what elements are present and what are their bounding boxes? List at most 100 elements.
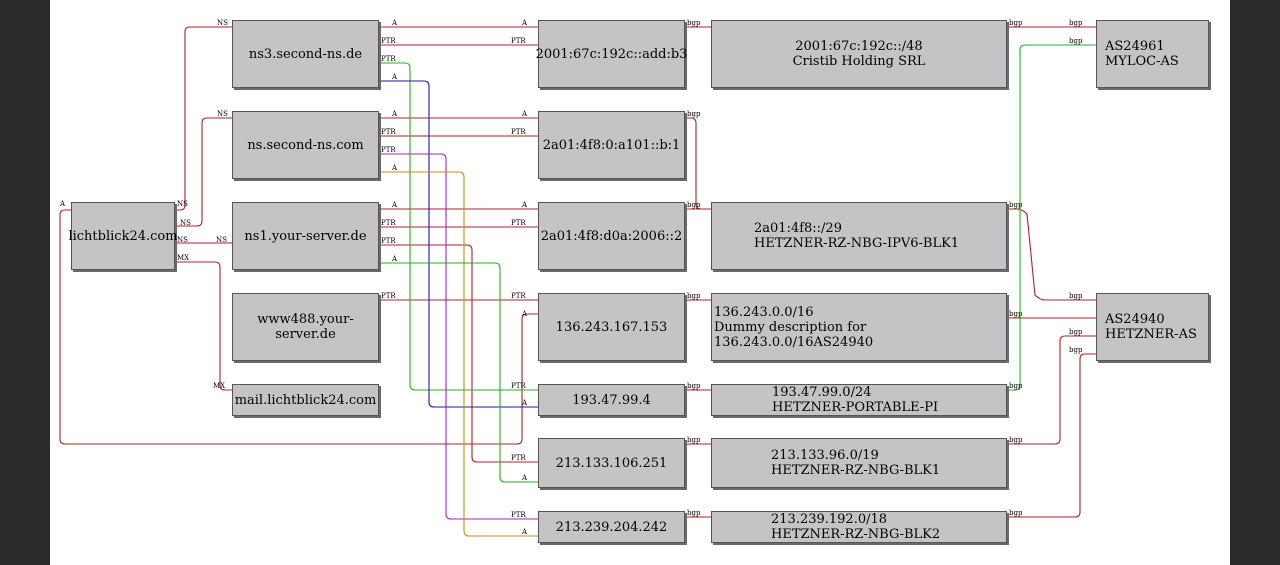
- edge-bgp: [685, 117, 711, 210]
- edge-label-mx: MX: [177, 254, 189, 262]
- edge-label-ptr: PTR: [511, 511, 526, 519]
- edge-label-bgp: bgp: [1069, 37, 1083, 45]
- ip-label: 193.47.99.4: [572, 392, 651, 408]
- edge-label-bgp: bgp: [1069, 292, 1083, 300]
- www488-label: www488.your-server.de: [257, 312, 354, 342]
- ip-node-193-47-99-4[interactable]: 193.47.99.4: [538, 384, 685, 416]
- right-margin: [1230, 0, 1280, 565]
- host-node-www488[interactable]: www488.your-server.de: [232, 293, 379, 361]
- edge-mx-mail: [175, 261, 232, 391]
- edge-a-ns1-213-133: [379, 262, 538, 483]
- edge-label-ns: NS: [217, 110, 228, 118]
- edge-label-ptr: PTR: [511, 219, 526, 227]
- edge-label-ns: NS: [216, 236, 227, 244]
- as-number: AS24940: [1105, 312, 1165, 327]
- ip-label: 2a01:4f8:0:a101::b:1: [542, 137, 681, 153]
- edge-label-bgp: bgp: [687, 382, 701, 390]
- edge-label-ns: NS: [177, 236, 188, 244]
- mail-label: mail.lichtblick24.com: [234, 392, 377, 408]
- edge-ptr-ns1-213: [379, 244, 538, 463]
- edge-label-a: A: [521, 310, 528, 318]
- edge-label-a: A: [521, 19, 528, 27]
- ip-node-2a01-b-1[interactable]: 2a01:4f8:0:a101::b:1: [538, 111, 685, 179]
- edge-label-a: A: [521, 110, 528, 118]
- as-name: HETZNER-AS: [1105, 327, 1197, 342]
- net-owner: HETZNER-RZ-NBG-IPV6-BLK1: [754, 236, 960, 251]
- edge-label-a: A: [391, 255, 398, 263]
- edge-label-ns: NS: [217, 19, 228, 27]
- edge-label-mx: MX: [213, 382, 225, 390]
- ip-label: 213.133.106.251: [555, 455, 668, 471]
- edge-a-136: [59, 209, 538, 445]
- net-prefix: 193.47.99.0/24: [772, 385, 872, 400]
- edge-label-bgp: bgp: [1069, 346, 1083, 354]
- edge-label-ptr: PTR: [511, 128, 526, 136]
- edge-ns-ns3: [175, 26, 232, 211]
- ip-node-213-239-204-242[interactable]: 213.239.204.242: [538, 511, 685, 543]
- edge-label-a: A: [59, 200, 66, 208]
- edge-label-a: A: [521, 399, 528, 407]
- edge-ns-ns: [175, 117, 232, 227]
- edge-label-bgp: bgp: [1009, 509, 1023, 517]
- edge-bgp-as24940: [1007, 353, 1096, 518]
- as-number: AS24961: [1105, 39, 1165, 54]
- edge-label-bgp: bgp: [1069, 328, 1083, 336]
- edge-label-ptr: PTR: [381, 55, 396, 63]
- ip-node-213-133-106-251[interactable]: 213.133.106.251: [538, 438, 685, 488]
- net-owner: Cristib Holding SRL: [792, 54, 926, 69]
- edge-label-a: A: [391, 19, 398, 27]
- edge-bgp-as24940: [1007, 335, 1096, 445]
- net-prefix: 2a01:4f8::/29: [754, 221, 842, 236]
- edge-label-a: A: [521, 474, 528, 482]
- net-owner: Dummy description for 136.243.0.0/16AS24…: [714, 319, 874, 350]
- edge-label-a: A: [391, 201, 398, 209]
- domain-node-lichtblick24[interactable]: lichtblick24.com: [68, 202, 178, 270]
- edge-label-bgp: bgp: [687, 292, 701, 300]
- edge-a-ns3-193: [379, 80, 538, 408]
- ns-node-ns3[interactable]: ns3.second-ns.de: [232, 20, 379, 88]
- edge-label-bgp: bgp: [687, 201, 701, 209]
- ip-node-2001-add-b3[interactable]: 2001:67c:192c::add:b3: [536, 20, 687, 88]
- edge-label-a: A: [391, 73, 398, 81]
- edge-label-bgp: bgp: [1009, 382, 1023, 390]
- ns3-label: ns3.second-ns.de: [248, 46, 363, 62]
- edge-label-ptr: PTR: [381, 219, 396, 227]
- edge-label-a: A: [391, 110, 398, 118]
- ip-label: 213.239.204.242: [555, 519, 668, 535]
- ip-label: 136.243.167.153: [555, 319, 668, 335]
- as-name: MYLOC-AS: [1105, 54, 1179, 69]
- ns-node-ns1[interactable]: ns1.your-server.de: [232, 202, 379, 270]
- edge-label-ptr: PTR: [381, 146, 396, 154]
- edge-label-bgp: bgp: [1009, 19, 1023, 27]
- ns-node-ns[interactable]: ns.second-ns.com: [232, 111, 379, 179]
- mx-node-mail[interactable]: mail.lichtblick24.com: [232, 384, 379, 416]
- edge-label-bgp: bgp: [687, 19, 701, 27]
- ip-label: 2a01:4f8:d0a:2006::2: [540, 228, 683, 244]
- net-owner: HETZNER-PORTABLE-PI: [772, 400, 939, 415]
- edge-label-ptr: PTR: [511, 292, 526, 300]
- edge-label-bgp: bgp: [687, 509, 701, 517]
- edge-ptr-ns-213-239: [379, 153, 538, 520]
- net-prefix: 213.133.96.0/19: [771, 448, 879, 463]
- ip-node-136-243-167-153[interactable]: 136.243.167.153: [538, 293, 685, 361]
- edge-label-ptr: PTR: [511, 382, 526, 390]
- ip-node-2a01-2006-2[interactable]: 2a01:4f8:d0a:2006::2: [538, 202, 685, 270]
- edge-a-ns-213-239: [379, 171, 538, 537]
- ns1-label: ns1.your-server.de: [244, 228, 367, 244]
- edge-label-a: A: [521, 201, 528, 209]
- edge-label-bgp: bgp: [1009, 436, 1023, 444]
- edge-label-ptr: PTR: [381, 237, 396, 245]
- edge-label-bgp: bgp: [687, 110, 701, 118]
- edge-ptr-ns3-193: [379, 62, 538, 391]
- net-prefix: 213.239.192.0/18: [771, 512, 888, 527]
